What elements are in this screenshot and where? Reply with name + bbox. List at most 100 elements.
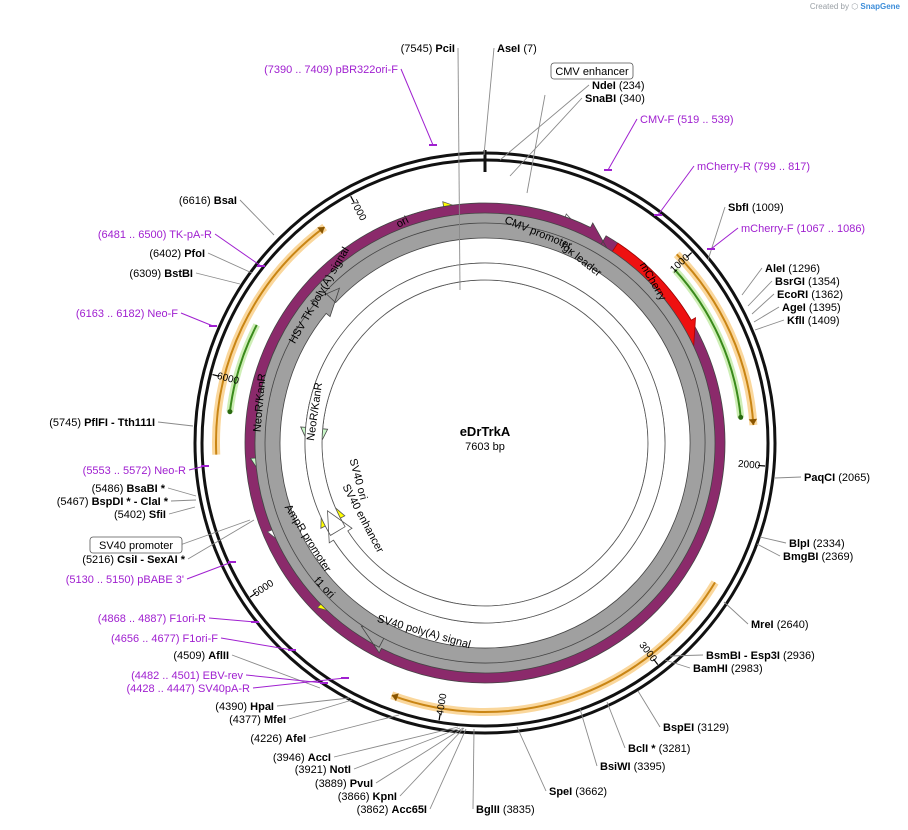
site-name: BsrGI bbox=[775, 276, 805, 288]
restriction-site-label: AleI (1296) bbox=[765, 263, 820, 275]
restriction-site-label: BmgBI (2369) bbox=[783, 551, 853, 563]
ori-label: ori bbox=[394, 214, 410, 230]
primer-label: CMV-F (519 .. 539) bbox=[640, 114, 734, 126]
site-text: (5467) BspDI * - ClaI * bbox=[57, 496, 169, 508]
site-name: HpaI bbox=[250, 701, 274, 713]
site-position: (3866) bbox=[338, 791, 370, 803]
site-text: (4390) HpaI bbox=[215, 701, 274, 713]
snapgene-credit: Created by ⬡ SnapGene bbox=[810, 2, 900, 11]
site-position: (234) bbox=[619, 80, 645, 92]
primer-label: (6481 .. 6500) TK-pA-R bbox=[98, 229, 212, 241]
tick-label: 5000 bbox=[251, 578, 276, 600]
site-text: KflI (1409) bbox=[787, 315, 840, 327]
tick-mark bbox=[758, 464, 766, 467]
orf-neo-outer-line bbox=[215, 226, 326, 455]
site-position: (340) bbox=[619, 93, 645, 105]
site-leader-line bbox=[499, 84, 590, 161]
site-leader-line bbox=[457, 47, 461, 291]
site-name: MreI bbox=[751, 619, 774, 631]
site-text: (3862) Acc65I bbox=[357, 804, 427, 816]
site-text: (4377) MfeI bbox=[229, 714, 286, 726]
site-name: BstBI bbox=[164, 268, 193, 280]
site-leader-line bbox=[754, 319, 785, 331]
restriction-site-label: (6616) BsaI bbox=[179, 195, 237, 207]
boxed-feature-box bbox=[89, 536, 183, 554]
restriction-site-label: (5402) SfiI bbox=[114, 509, 166, 521]
site-leader-line bbox=[741, 267, 763, 296]
site-leader-line bbox=[239, 199, 275, 236]
primer-text: (4428 .. 4447) SV40pA-R bbox=[126, 683, 250, 695]
tick-mark bbox=[249, 592, 257, 598]
restriction-site-label: BsmBI - Esp3I (2936) bbox=[706, 650, 815, 662]
site-leader-line bbox=[429, 728, 467, 810]
site-text: AleI (1296) bbox=[765, 263, 820, 275]
restriction-site-label: (3946) AccI bbox=[273, 752, 331, 764]
site-leader-line bbox=[399, 727, 465, 797]
site-leader-line bbox=[751, 293, 775, 315]
site-position: (3662) bbox=[575, 786, 607, 798]
restriction-site-label: NdeI (234) bbox=[592, 80, 645, 92]
site-text: (3866) KpnI bbox=[338, 791, 397, 803]
tick-mark bbox=[350, 195, 355, 203]
site-name: PfoI bbox=[184, 248, 205, 260]
site-position: (1362) bbox=[811, 289, 843, 301]
boxed-leader-line bbox=[179, 519, 251, 546]
orf-mcherry-inner-line bbox=[674, 268, 742, 418]
site-text: BsrGI (1354) bbox=[775, 276, 840, 288]
primer-text: (5130 .. 5150) pBABE 3' bbox=[66, 574, 184, 586]
restriction-site-label: KflI (1409) bbox=[787, 315, 840, 327]
neo-outer-label: NeoR/KanR bbox=[251, 373, 268, 433]
hsv-tk-box bbox=[264, 222, 706, 664]
site-name: KflI bbox=[787, 315, 805, 327]
site-position: (3835) bbox=[503, 804, 535, 816]
restriction-site-label: BsrGI (1354) bbox=[775, 276, 840, 288]
site-name: KpnI bbox=[373, 791, 397, 803]
site-leader-line bbox=[747, 280, 773, 307]
primer-text: (4482 .. 4501) EBV-rev bbox=[131, 670, 243, 682]
site-leader-line bbox=[288, 699, 353, 720]
site-position: (2936) bbox=[783, 650, 815, 662]
site-position: (7545) bbox=[401, 43, 433, 55]
restriction-site-label: (5467) BspDI * - ClaI * bbox=[57, 496, 169, 508]
site-text: SpeI (3662) bbox=[549, 786, 607, 798]
orf-layer bbox=[212, 223, 758, 716]
site-leader-line bbox=[207, 252, 253, 274]
tick-mark bbox=[686, 252, 693, 258]
site-name: PaqCI bbox=[804, 472, 835, 484]
site-position: (2983) bbox=[731, 663, 763, 675]
restriction-site-label: AgeI (1395) bbox=[782, 302, 841, 314]
site-leader-line bbox=[170, 499, 197, 502]
primer-text: (5553 .. 5572) Neo-R bbox=[83, 465, 186, 477]
orf-neo-inner-line bbox=[228, 324, 258, 412]
site-position: (5467) bbox=[57, 496, 89, 508]
site-text: (5745) PflFI - Tth111I bbox=[49, 417, 155, 429]
primer-label: (4656 .. 4677) F1ori-F bbox=[111, 633, 218, 645]
site-leader-line bbox=[276, 697, 350, 707]
site-leader-line bbox=[187, 519, 255, 560]
site-position: (1009) bbox=[752, 202, 784, 214]
boxed-feature-box bbox=[550, 62, 634, 80]
primer-leader-line bbox=[180, 312, 214, 327]
orf-trka-arrowhead bbox=[391, 693, 399, 702]
site-name: BglII bbox=[476, 804, 500, 816]
site-leader-line bbox=[516, 726, 547, 792]
site-text: (5216) CsiI - SexAI * bbox=[82, 554, 185, 566]
restriction-site-label: BspEI (3129) bbox=[663, 722, 729, 734]
site-leader-line bbox=[774, 476, 802, 479]
site-name: Acc65I bbox=[392, 804, 427, 816]
leader-layer bbox=[157, 47, 802, 810]
site-position: (4226) bbox=[250, 733, 282, 745]
restriction-site-label: (3889) PvuI bbox=[315, 778, 373, 790]
site-text: (3889) PvuI bbox=[315, 778, 373, 790]
restriction-site-label: (3862) Acc65I bbox=[357, 804, 427, 816]
site-name: BmgBI bbox=[783, 551, 818, 563]
site-position: (3862) bbox=[357, 804, 389, 816]
site-text: BglII (3835) bbox=[476, 804, 535, 816]
tick-label: 4000 bbox=[435, 692, 450, 716]
restriction-site-label: (4377) MfeI bbox=[229, 714, 286, 726]
primer-text: mCherry-F (1067 .. 1086) bbox=[741, 223, 865, 235]
site-position: (5402) bbox=[114, 509, 146, 521]
site-text: AgeI (1395) bbox=[782, 302, 841, 314]
site-name: BspDI * - ClaI * bbox=[92, 496, 169, 508]
